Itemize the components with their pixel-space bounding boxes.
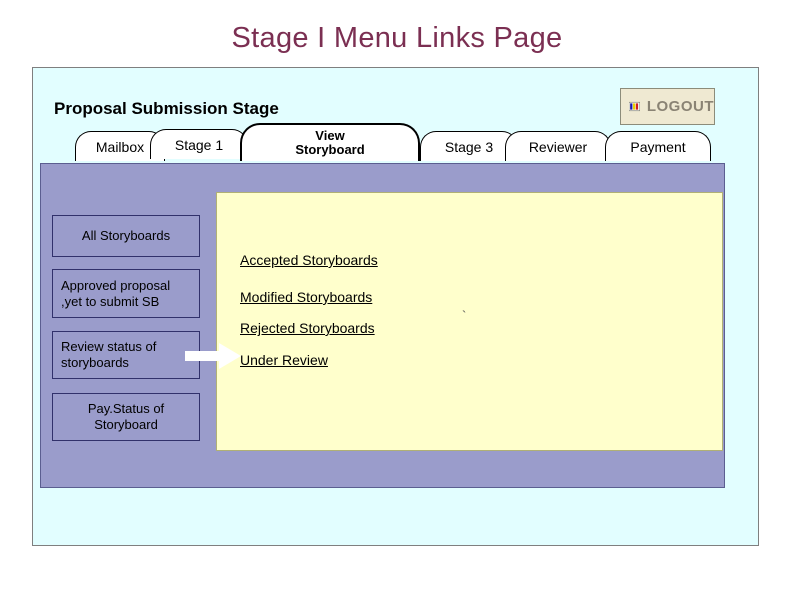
tab-label: Stage 3	[444, 138, 494, 155]
menu-item-all-storyboards[interactable]: All Storyboards	[52, 215, 200, 257]
menu-item-approved-proposal[interactable]: Approved proposal ,yet to submit SB	[52, 269, 200, 318]
menu-item-label-line1: Review status of	[61, 339, 157, 354]
link-rejected-storyboards[interactable]: Rejected Storyboards	[240, 320, 375, 336]
menu-item-label-line1: Pay.Status of	[87, 401, 165, 416]
tab-label: Payment	[630, 138, 686, 155]
tab-label: Reviewer	[528, 138, 588, 155]
tab-label-line2: Storyboard	[295, 142, 365, 157]
link-under-review[interactable]: Under Review	[240, 352, 328, 368]
link-accepted-storyboards[interactable]: Accepted Storyboards	[240, 252, 378, 268]
logout-button[interactable]: LOGOUT	[620, 88, 715, 125]
tab-reviewer[interactable]: Reviewer	[505, 131, 611, 161]
tab-stage-3[interactable]: Stage 3	[420, 131, 518, 161]
logout-label: LOGOUT	[646, 98, 714, 115]
section-heading: Proposal Submission Stage	[54, 99, 279, 118]
tab-label: Mailbox	[95, 138, 145, 155]
tab-label-line1: View	[315, 128, 345, 143]
menu-item-label-line2: Storyboard	[94, 417, 158, 432]
menu-item-payment-status[interactable]: Pay.Status of Storyboard	[52, 393, 200, 441]
tick-mark: `	[462, 308, 467, 323]
tab-label: Stage 1	[174, 136, 224, 153]
tab-stage-1[interactable]: Stage 1	[150, 129, 248, 159]
menu-item-review-status[interactable]: Review status of storyboards	[52, 331, 200, 379]
page-title: Stage I Menu Links Page	[231, 22, 563, 54]
flow-arrow-icon	[185, 343, 241, 369]
content-panel	[216, 192, 723, 451]
menu-item-label-line2: storyboards	[61, 355, 129, 370]
menu-item-label: All Storyboards	[81, 228, 171, 243]
tab-payment[interactable]: Payment	[605, 131, 711, 161]
flag-icon	[629, 101, 640, 112]
tab-view-storyboard[interactable]: View Storyboard	[240, 123, 420, 161]
link-modified-storyboards[interactable]: Modified Storyboards	[240, 289, 373, 305]
menu-item-label-line1: Approved proposal	[61, 277, 171, 293]
menu-item-label-line2: ,yet to submit SB	[61, 293, 160, 309]
